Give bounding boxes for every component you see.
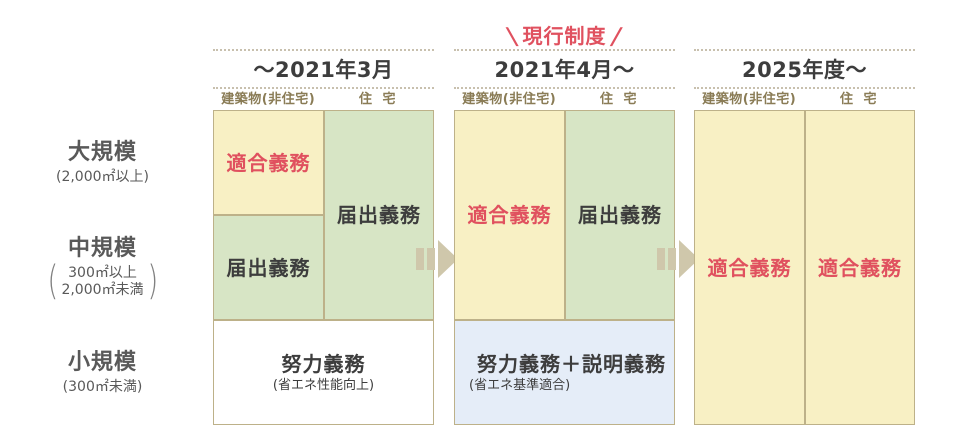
panel-current-note: \現行制度/	[454, 20, 675, 50]
arrow-past-to-current-icon	[416, 240, 458, 278]
cell-past-res-large-medium: 届出義務	[324, 110, 434, 320]
scale-label-small: 小規模 (300㎡未満)	[0, 320, 205, 425]
cell-current-nonres-large-medium: 適合義務	[454, 110, 565, 320]
cell-past-nonres-medium: 届出義務	[213, 215, 324, 320]
slash-right-icon: /	[608, 24, 625, 50]
panel-future-column-headers: 建築物(非住宅) 住 宅	[694, 88, 915, 107]
column-header-residential: 住 宅	[358, 92, 399, 107]
panel-current: \現行制度/ 2021年4月〜 建築物(非住宅) 住 宅 適合義務 届出義務 努…	[454, 0, 675, 436]
cell-future-res-all: 適合義務	[805, 110, 915, 425]
bracket-right-glyph: )	[146, 258, 158, 305]
cell-past-nonres-large-label: 適合義務	[226, 150, 311, 175]
panel-past-period: 〜2021年3月	[213, 49, 434, 89]
cell-past-nonres-large: 適合義務	[213, 110, 324, 215]
cell-current-small-all: 努力義務＋説明義務 (省エネ基準適合)	[454, 320, 675, 425]
panel-past: 〜2021年3月 建築物(非住宅) 住 宅 適合義務 届出義務 届出義務 努力義…	[213, 0, 434, 436]
cell-current-small-label: 努力義務＋説明義務	[477, 351, 666, 376]
scale-label-large-sub: (2,000㎡以上)	[55, 169, 149, 186]
arrow-triangle	[438, 240, 458, 278]
cell-past-nonres-medium-label: 届出義務	[226, 255, 311, 280]
cell-current-res-large-medium: 届出義務	[565, 110, 675, 320]
cell-current-nonres-label: 適合義務	[467, 203, 552, 227]
cell-future-nonres-all: 適合義務	[694, 110, 805, 425]
arrow-bar-2	[427, 248, 435, 270]
cell-past-small-sub: (省エネ性能向上)	[272, 377, 375, 393]
column-header-residential: 住 宅	[599, 92, 640, 107]
cell-current-res-label: 届出義務	[578, 203, 662, 227]
column-header-residential: 住 宅	[839, 92, 880, 107]
panel-current-matrix: 適合義務 届出義務 努力義務＋説明義務 (省エネ基準適合)	[454, 110, 675, 425]
scale-label-medium-sub-line2: 2,000㎡未満	[61, 281, 144, 298]
scale-label-small-sub: (300㎡未満)	[62, 379, 143, 396]
bracket-left-glyph: (	[47, 258, 59, 305]
panel-future: 2025年度〜 建築物(非住宅) 住 宅 適合義務 適合義務	[694, 0, 915, 436]
panel-future-matrix: 適合義務 適合義務	[694, 110, 915, 425]
arrow-bar-1	[416, 248, 424, 270]
panel-past-column-headers: 建築物(非住宅) 住 宅	[213, 88, 434, 107]
cell-past-small-label: 努力義務	[281, 351, 366, 376]
scale-label-large-title: 大規模	[67, 139, 137, 165]
panel-future-period: 2025年度〜	[694, 49, 915, 89]
column-header-nonresidential: 建築物(非住宅)	[702, 92, 797, 107]
panel-current-period: 2021年4月〜	[454, 49, 675, 89]
scale-label-medium-title: 中規模	[67, 236, 137, 262]
scale-label-small-title: 小規模	[67, 349, 137, 375]
column-header-nonresidential: 建築物(非住宅)	[462, 92, 557, 107]
scale-label-medium: 中規模 ( 300㎡以上 2,000㎡未満 )	[0, 215, 205, 320]
cell-future-nonres-label: 適合義務	[707, 255, 792, 280]
slash-left-icon: \	[504, 24, 521, 50]
panel-past-matrix: 適合義務 届出義務 届出義務 努力義務 (省エネ性能向上)	[213, 110, 434, 425]
arrow-bar-2	[668, 248, 676, 270]
scale-label-medium-sub: ( 300㎡以上 2,000㎡未満 )	[45, 258, 160, 305]
scale-label-column: 大規模 (2,000㎡以上) 中規模 ( 300㎡以上 2,000㎡未満 ) 小…	[0, 110, 205, 425]
scale-label-medium-sub-line1: 300㎡以上	[68, 264, 137, 281]
cell-past-small-all: 努力義務 (省エネ性能向上)	[213, 320, 434, 425]
arrow-bar-1	[657, 248, 665, 270]
cell-past-res-label: 届出義務	[337, 203, 421, 227]
panel-current-note-text: 現行制度	[522, 24, 607, 48]
column-header-nonresidential: 建築物(非住宅)	[221, 92, 316, 107]
cell-current-small-sub: (省エネ基準適合)	[469, 377, 571, 393]
cell-future-res-label: 適合義務	[818, 255, 902, 280]
panel-current-column-headers: 建築物(非住宅) 住 宅	[454, 88, 675, 107]
scale-label-large: 大規模 (2,000㎡以上)	[0, 110, 205, 215]
arrow-current-to-future-icon	[657, 240, 699, 278]
